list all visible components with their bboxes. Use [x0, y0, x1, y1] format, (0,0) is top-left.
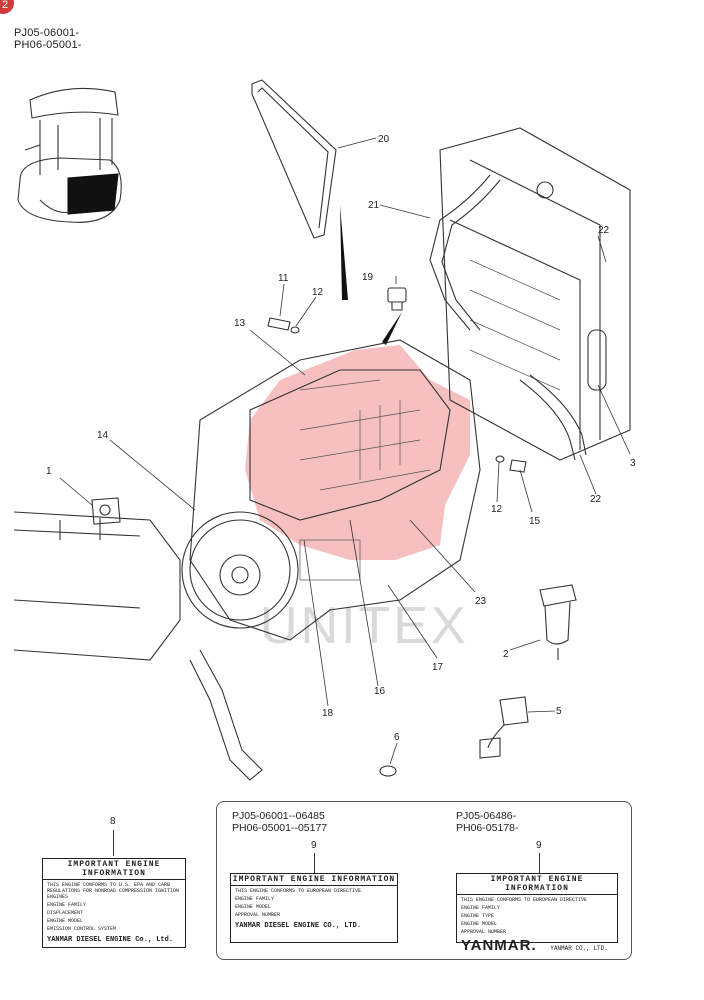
- label-9b-footer: YANMAR CO., LTD.: [550, 945, 608, 952]
- callout-22-top: 22: [598, 225, 610, 236]
- label-9a-serial-1: PJ05-06001--06485: [232, 810, 325, 822]
- label-9b-number: 9: [536, 840, 542, 851]
- callout-3: 3: [630, 458, 636, 469]
- engine-block: [181, 339, 481, 641]
- label-8-text: THIS ENGINE CONFORMS TO U.S. EPA AND CAR…: [47, 882, 180, 900]
- washer-part-12b: [495, 455, 505, 463]
- engine-info-label-9a: IMPORTANT ENGINE INFORMATION THIS ENGINE…: [230, 873, 398, 943]
- label-9b-leader: [539, 853, 540, 873]
- label-8-field-4: EMISSION CONTROL SYSTEM: [47, 926, 117, 932]
- relay-part-5: [479, 696, 529, 759]
- radiator-assembly: [429, 127, 631, 461]
- callout-20: 20: [378, 134, 390, 145]
- label-9a-leader: [314, 853, 315, 873]
- label-9a-title: IMPORTANT ENGINE INFORMATION: [231, 875, 397, 886]
- label-9b-field-2: ENGINE TYPE: [461, 913, 495, 919]
- serial-header: PJ05-06001- PH06-05001-: [14, 27, 82, 51]
- v-belt-part-20: [251, 79, 337, 239]
- muffler-exhaust: [13, 511, 263, 781]
- sensor-part-11: [267, 317, 291, 331]
- label-9b-field-4: APPROVAL NUMBER: [461, 929, 507, 935]
- label-8-number: 8: [110, 816, 116, 827]
- callout-1: 1: [46, 466, 52, 477]
- label-9a-field-2: ENGINE MODEL: [235, 904, 272, 910]
- washer-part-12: [290, 326, 300, 334]
- callout-18: 18: [322, 708, 334, 719]
- label-9b-title: IMPORTANT ENGINE INFORMATION: [457, 874, 617, 895]
- label-9a-number: 9: [311, 840, 317, 851]
- label-8-field-1: ENGINE FAMILY: [47, 902, 87, 908]
- label-8-field-2: DISPLACEMENT: [47, 910, 84, 916]
- label-8-footer: YANMAR DIESEL ENGINE Co., Ltd.: [47, 936, 174, 944]
- serial-line-2: PH06-05001-: [14, 39, 82, 51]
- callout-11: 11: [278, 273, 289, 284]
- label-9b-field-1: ENGINE FAMILY: [461, 905, 501, 911]
- label-9a-text: THIS ENGINE CONFORMS TO EUROPEAN DIRECTI…: [235, 888, 362, 894]
- label-9b-brand-row: YANMAR. YANMAR CO., LTD.: [457, 937, 617, 955]
- callout-22-right: 22: [590, 494, 602, 505]
- label-8-title: IMPORTANT ENGINE INFORMATION: [43, 859, 185, 880]
- belt-pointer: [340, 205, 348, 300]
- callout-2: 2: [503, 649, 509, 660]
- serial-line-1: PJ05-06001-: [14, 27, 80, 39]
- label-9b-field-3: ENGINE MODEL: [461, 921, 498, 927]
- callout-16: 16: [374, 686, 386, 697]
- callout-23: 23: [475, 596, 487, 607]
- callout-6: 6: [394, 732, 400, 743]
- sensor-part-15: [509, 459, 527, 473]
- label-8-field-3: ENGINE MODEL: [47, 918, 84, 924]
- label-9b-serial-1: PJ05-06486-: [456, 810, 517, 822]
- thermostat-pointer: [382, 312, 402, 345]
- label-9a-serial-2: PH06-05001--05177: [232, 822, 328, 834]
- label-9a-serial: PJ05-06001--06485 PH06-05001--05177: [232, 810, 327, 834]
- label-9a-field-1: ENGINE FAMILY: [235, 896, 275, 902]
- label-9a-footer: YANMAR DIESEL ENGINE CO., LTD.: [235, 922, 362, 930]
- engine-info-label-8: IMPORTANT ENGINE INFORMATION THIS ENGINE…: [42, 858, 186, 948]
- callout-15: 15: [529, 516, 541, 527]
- callout-12-top: 12: [312, 287, 324, 298]
- label-9b-serial: PJ05-06486- PH06-05178-: [456, 810, 518, 834]
- engine-info-label-9b: IMPORTANT ENGINE INFORMATION THIS ENGINE…: [456, 873, 618, 954]
- callout-17: 17: [432, 662, 444, 673]
- callout-5: 5: [556, 706, 562, 717]
- fuel-filter-part-2: [539, 584, 577, 660]
- machine-thumbnail: [17, 87, 122, 223]
- label-9a-field-3: APPROVAL NUMBER: [235, 912, 281, 918]
- label-8-leader: [113, 830, 114, 856]
- leader-lines: [59, 137, 631, 765]
- yanmar-brand: YANMAR.: [461, 937, 537, 954]
- label-9-variants-box: [216, 801, 632, 960]
- label-9b-serial-2: PH06-05178-: [456, 822, 519, 834]
- thermostat-part-19: [387, 287, 407, 311]
- callout-14: 14: [97, 430, 109, 441]
- watermark-logo: [245, 345, 470, 560]
- washer-part-6: [379, 765, 397, 777]
- callout-12-right: 12: [491, 504, 503, 515]
- callout-21: 21: [368, 200, 380, 211]
- page-badge: 2: [0, 0, 14, 14]
- label-9b-text: THIS ENGINE CONFORMS TO EUROPEAN DIRECTI…: [461, 897, 588, 903]
- gasket-part-1: [91, 497, 121, 525]
- watermark-text: UNITEX: [260, 597, 469, 655]
- callout-19: 19: [362, 272, 374, 283]
- callout-13: 13: [234, 318, 246, 329]
